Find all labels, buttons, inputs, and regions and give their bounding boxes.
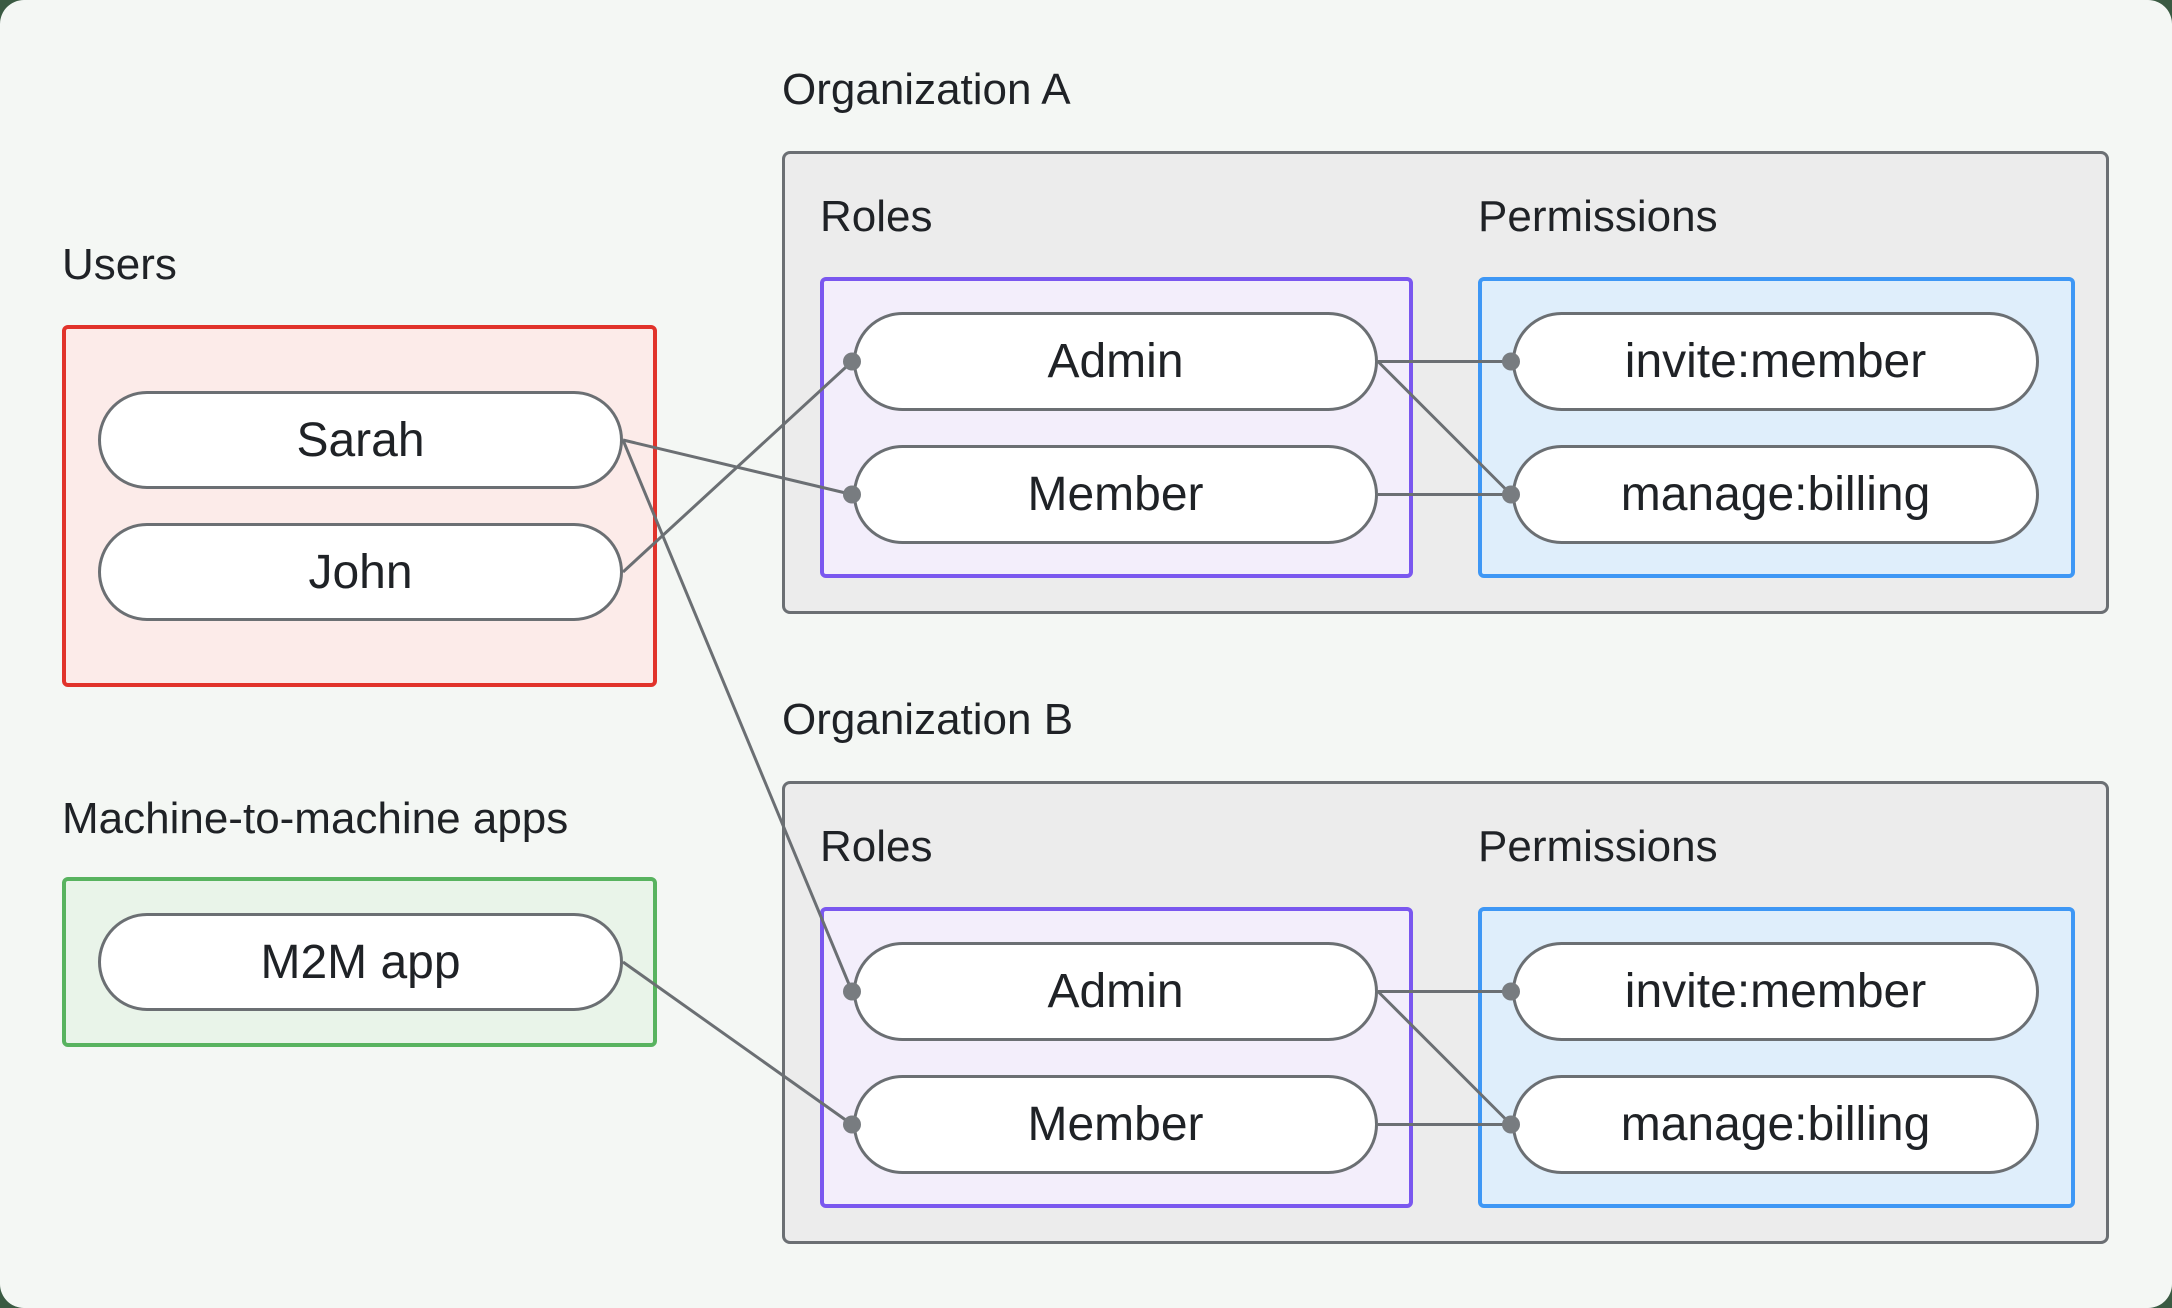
org-b-permissions-label: Permissions [1478, 822, 1718, 871]
dot-orgA-billing [1502, 485, 1520, 504]
dot-orgA-admin [843, 352, 861, 371]
dot-orgA-invite [1502, 352, 1520, 371]
user-node-sarah: Sarah [98, 391, 623, 489]
edge-orgA-admin-billing [1376, 360, 1513, 496]
org-a-title: Organization A [782, 65, 1071, 114]
m2m-node-app: M2M app [98, 913, 623, 1011]
org-b-roles-label: Roles [820, 822, 933, 871]
org-b-role-admin: Admin [853, 942, 1378, 1041]
org-b-role-member: Member [853, 1075, 1378, 1174]
org-b-permission-manage-billing: manage:billing [1512, 1075, 2039, 1174]
dot-orgB-member [843, 1115, 861, 1134]
dot-orgA-member [843, 485, 861, 504]
org-a-permissions-label: Permissions [1478, 192, 1718, 241]
dot-orgB-admin [843, 982, 861, 1001]
org-a-role-admin: Admin [853, 312, 1378, 411]
edge-sarah-orgB-admin [621, 439, 854, 993]
edge-orgB-admin-billing [1376, 990, 1513, 1126]
org-a-roles-label: Roles [820, 192, 933, 241]
user-node-john: John [98, 523, 623, 621]
dot-orgB-billing [1502, 1115, 1520, 1134]
dot-orgB-invite [1502, 982, 1520, 1001]
org-b-title: Organization B [782, 695, 1074, 744]
org-a-permission-manage-billing: manage:billing [1512, 445, 2039, 544]
users-container [62, 325, 657, 687]
users-label: Users [62, 240, 177, 289]
m2m-label: Machine-to-machine apps [62, 794, 569, 843]
org-b-permission-invite-member: invite:member [1512, 942, 2039, 1041]
org-a-permission-invite-member: invite:member [1512, 312, 2039, 411]
edge-m2m-orgB-member [622, 960, 853, 1126]
edge-sarah-orgA-member [622, 438, 853, 496]
